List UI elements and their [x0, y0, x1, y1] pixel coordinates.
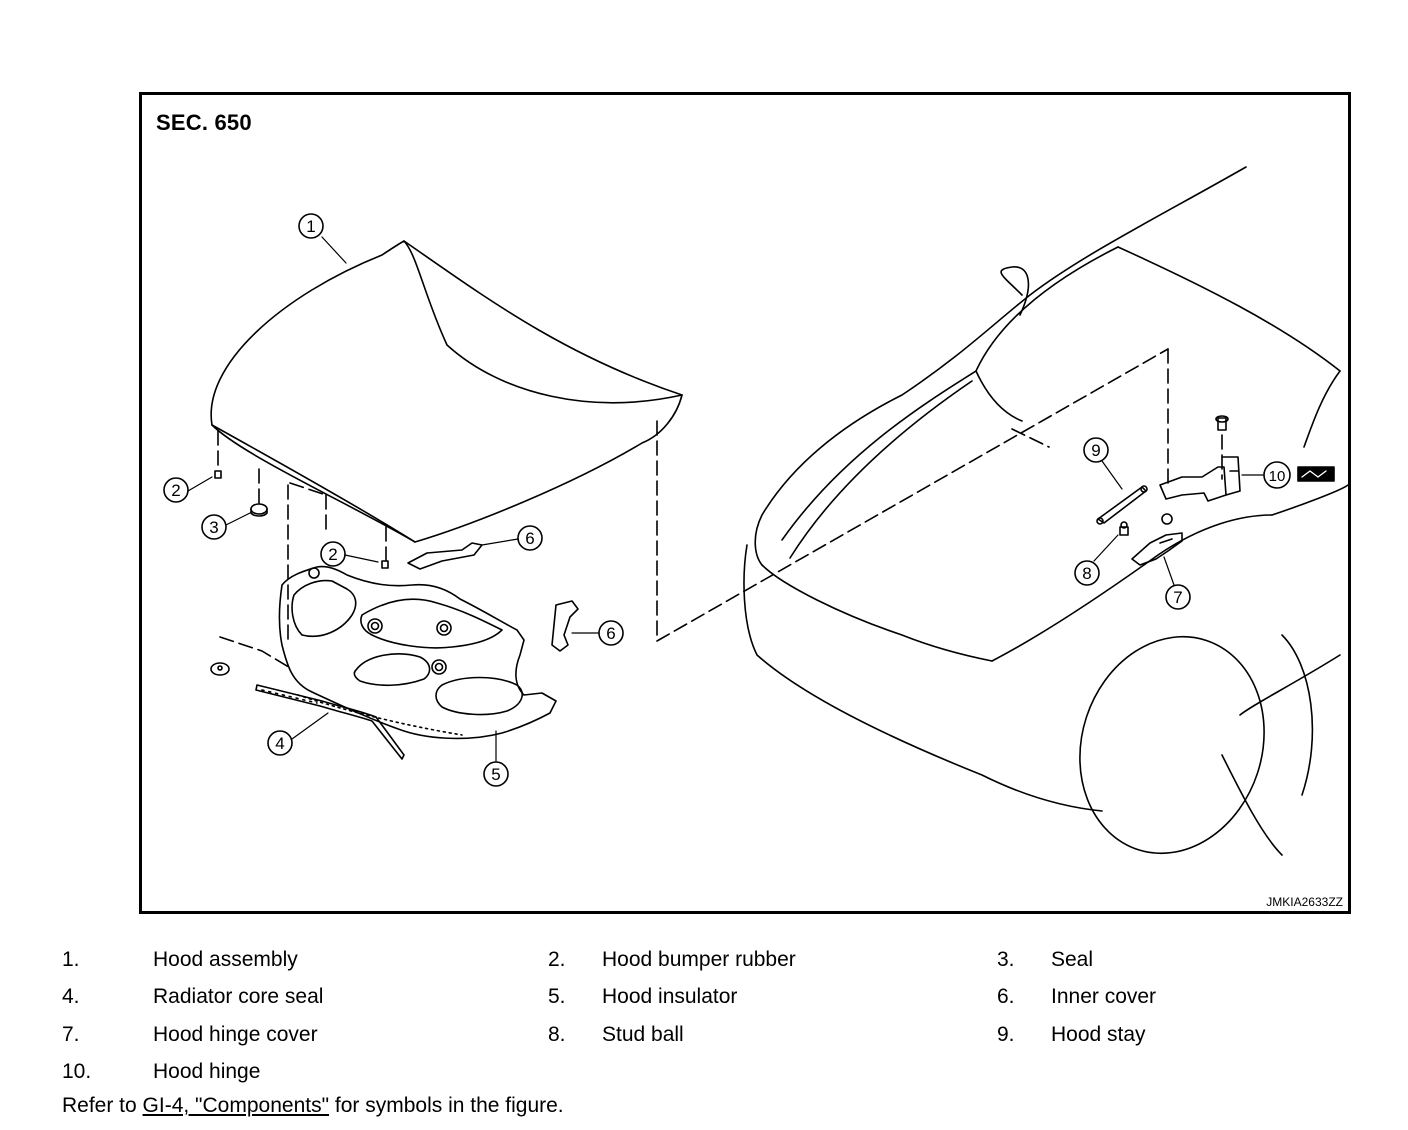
legend-label: Seal — [1051, 948, 1094, 971]
callout-9: 9 — [1083, 437, 1123, 490]
hood-hinge-drawing — [1159, 415, 1241, 525]
svg-text:3: 3 — [209, 518, 218, 537]
legend-label: Hood insulator — [602, 985, 738, 1008]
vehicle-body-drawing — [743, 166, 1348, 856]
hood-stay-drawing — [1096, 485, 1148, 525]
callout-4: 4 — [267, 712, 329, 756]
hood-insulator-drawing — [278, 565, 557, 740]
legend-label: Hood assembly — [153, 948, 298, 971]
figure-frame: 1 2 2 3 4 5 6 — [139, 92, 1351, 914]
refer-note-prefix: Refer to — [62, 1094, 143, 1117]
svg-text:4: 4 — [275, 734, 284, 753]
dashed-leader-lines — [217, 348, 1223, 670]
svg-text:8: 8 — [1082, 564, 1091, 583]
legend-label: Radiator core seal — [153, 985, 324, 1008]
legend-number: 2. — [548, 948, 566, 971]
svg-text:10: 10 — [1269, 468, 1286, 485]
legend-number: 3. — [997, 948, 1015, 971]
svg-text:1: 1 — [306, 217, 315, 236]
callout-6-lower: 6 — [571, 620, 624, 646]
callout-8: 8 — [1074, 534, 1119, 586]
callout-2-center: 2 — [320, 541, 379, 567]
legend-label: Inner cover — [1051, 985, 1157, 1008]
svg-text:2: 2 — [328, 545, 337, 564]
callout-5: 5 — [483, 730, 509, 787]
section-label: SEC. 650 — [156, 110, 252, 135]
legend-number: 7. — [62, 1023, 80, 1046]
legend-label: Hood hinge cover — [153, 1023, 318, 1046]
inner-cover-drawing — [407, 542, 579, 652]
svg-text:7: 7 — [1173, 588, 1182, 607]
svg-text:6: 6 — [525, 529, 534, 548]
fastener-symbol — [1297, 466, 1335, 482]
components-reference-link[interactable]: GI-4, "Components" — [142, 1094, 330, 1117]
legend-number: 10. — [62, 1060, 92, 1083]
figure-code: JMKIA2633ZZ — [1266, 895, 1343, 909]
radiator-core-seal-drawing — [255, 684, 405, 760]
exploded-view-diagram: 1 2 2 3 4 5 6 — [163, 166, 1348, 856]
refer-note-suffix: for symbols in the figure. — [329, 1094, 564, 1117]
svg-text:9: 9 — [1091, 441, 1100, 460]
hood-assembly-drawing — [210, 240, 683, 543]
refer-note: Refer to GI-4, "Components" for symbols … — [62, 1094, 564, 1118]
callout-1: 1 — [298, 213, 347, 264]
legend-number: 4. — [62, 985, 80, 1008]
hood-bumper-rubber-drawing — [210, 470, 389, 676]
svg-text:2: 2 — [171, 481, 180, 500]
callout-3: 3 — [201, 512, 251, 540]
callout-7: 7 — [1163, 556, 1191, 610]
legend-number: 6. — [997, 985, 1015, 1008]
hood-hinge-cover-drawing — [1131, 532, 1183, 566]
legend-label: Hood bumper rubber — [602, 948, 796, 971]
svg-text:5: 5 — [491, 765, 500, 784]
legend-number: 8. — [548, 1023, 566, 1046]
seal-part-drawing — [250, 503, 268, 517]
legend-number: 1. — [62, 948, 80, 971]
legend-label: Stud ball — [602, 1023, 684, 1046]
callout-10: 10 — [1241, 461, 1291, 489]
legend-number: 5. — [548, 985, 566, 1008]
legend-number: 9. — [997, 1023, 1015, 1046]
legend-label: Hood hinge — [153, 1060, 261, 1083]
legend-label: Hood stay — [1051, 1023, 1146, 1046]
stud-ball-drawing — [1119, 521, 1129, 536]
callout-2-left: 2 — [163, 476, 213, 503]
svg-text:6: 6 — [606, 624, 615, 643]
callout-6-upper: 6 — [481, 525, 543, 551]
